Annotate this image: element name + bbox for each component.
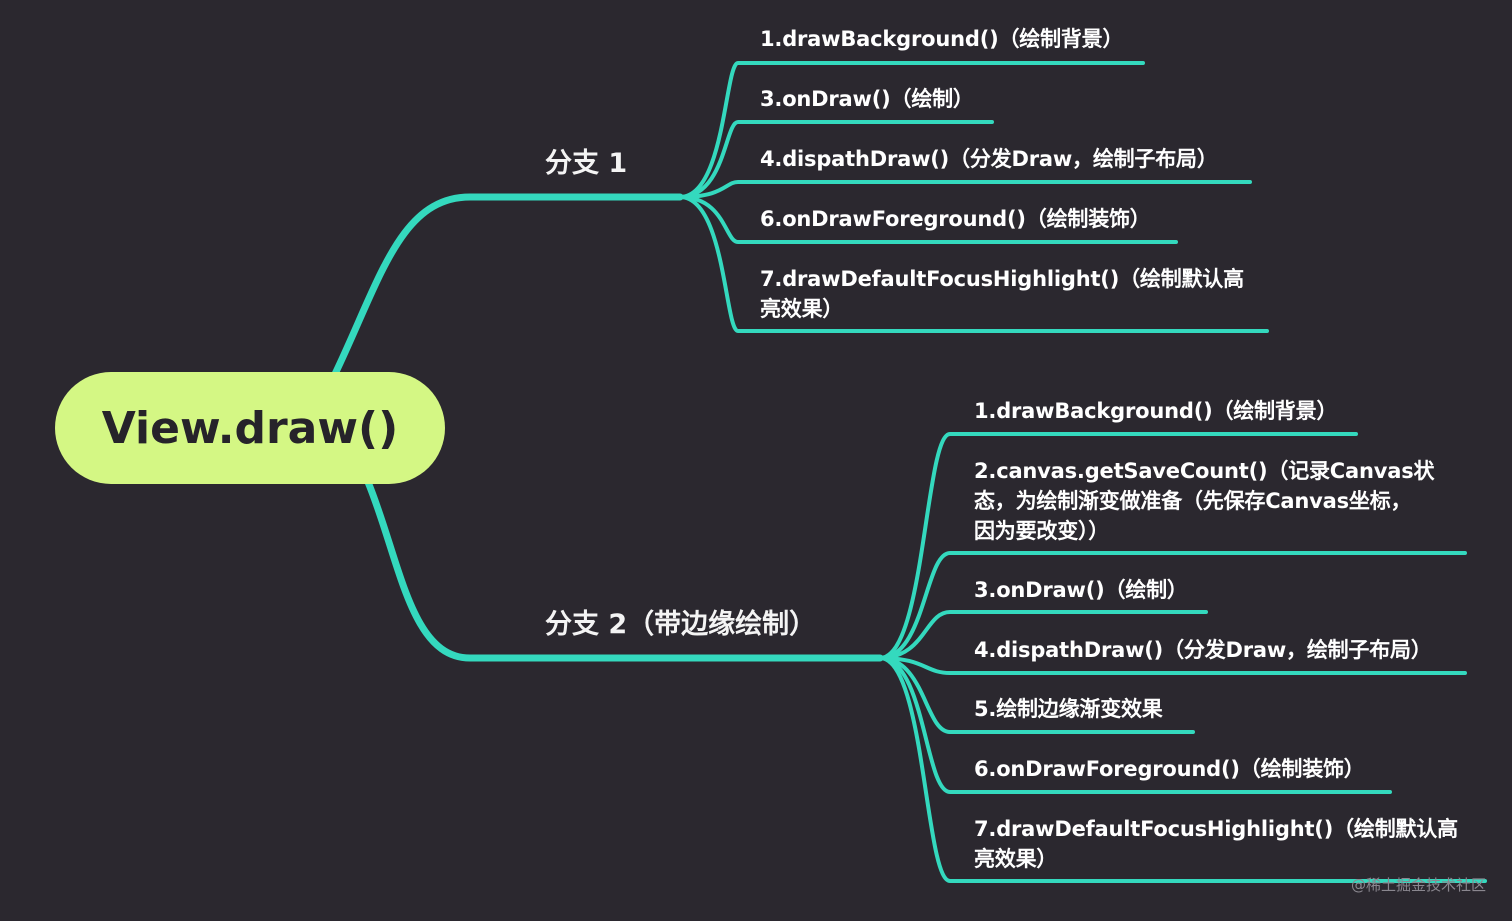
branch-1-leaf-5[interactable]: 7.drawDefaultFocusHighlight()（绘制默认高亮效果）	[760, 264, 1244, 324]
branch-2-leaf-5[interactable]: 5.绘制边缘渐变效果	[974, 694, 1163, 724]
branch-2-link-3	[878, 610, 1208, 660]
branch-1-link-5	[678, 195, 1269, 333]
trunk-branch-2	[364, 478, 884, 662]
leaf-text-line: 6.onDrawForeground()（绘制装饰）	[760, 207, 1151, 231]
branch-1-leaf-1[interactable]: 1.drawBackground()（绘制背景）	[760, 24, 1123, 54]
branch-1-link-4	[678, 195, 1178, 244]
leaf-text-line: 2.canvas.getSaveCount()（记录Canvas状	[974, 459, 1435, 483]
leaf-text-line: 6.onDrawForeground()（绘制装饰）	[974, 757, 1365, 781]
trunk-branch-1	[331, 193, 684, 378]
branch-1-label[interactable]: 分支 1	[545, 148, 628, 179]
leaf-text-line: 3.onDraw()（绘制）	[974, 578, 1188, 602]
branch-2-leaf-4[interactable]: 4.dispathDraw()（分发Draw，绘制子布局）	[974, 635, 1432, 665]
leaf-text-line: 亮效果）	[760, 297, 844, 321]
watermark: @稀土掘金技术社区	[1350, 876, 1486, 894]
branch-2-link-6	[878, 656, 1392, 794]
branch-2-leaf-3[interactable]: 3.onDraw()（绘制）	[974, 575, 1188, 605]
leaf-text-line: 7.drawDefaultFocusHighlight()（绘制默认高	[974, 817, 1458, 841]
branch-2-link-7	[878, 656, 1487, 883]
root-label: View.draw()	[101, 402, 399, 454]
branch-1-link-2	[678, 120, 994, 199]
branch-1-link-1	[678, 61, 1145, 199]
branch-2-link-1	[878, 432, 1358, 660]
leaf-text-line: 7.drawDefaultFocusHighlight()（绘制默认高	[760, 267, 1244, 291]
leaf-text-line: 5.绘制边缘渐变效果	[974, 697, 1163, 721]
leaf-text-line: 1.drawBackground()（绘制背景）	[974, 399, 1338, 423]
root-node[interactable]: View.draw()	[55, 372, 445, 484]
branch-1-leaf-3[interactable]: 4.dispathDraw()（分发Draw，绘制子布局）	[760, 144, 1218, 174]
leaf-text-line: 态，为绘制渐变做准备（先保存Canvas坐标，	[974, 489, 1412, 513]
leaf-text-line: 1.drawBackground()（绘制背景）	[760, 27, 1124, 51]
leaf-text-line: 4.dispathDraw()（分发Draw，绘制子布局）	[974, 638, 1432, 662]
branch-2-leaf-7[interactable]: 7.drawDefaultFocusHighlight()（绘制默认高亮效果）	[974, 814, 1458, 874]
branch-2-leaf-1[interactable]: 1.drawBackground()（绘制背景）	[974, 396, 1337, 426]
branch-2-label[interactable]: 分支 2（带边缘绘制）	[545, 609, 817, 640]
branch-2-leaf-2[interactable]: 2.canvas.getSaveCount()（记录Canvas状态，为绘制渐变…	[974, 456, 1435, 546]
leaf-text-line: 4.dispathDraw()（分发Draw，绘制子布局）	[760, 147, 1218, 171]
leaf-text-line: 3.onDraw()（绘制）	[760, 87, 974, 111]
branch-1-link-3	[678, 180, 1252, 199]
branch-2-link-2	[878, 551, 1467, 660]
branch-2-leaf-6[interactable]: 6.onDrawForeground()（绘制装饰）	[974, 754, 1365, 784]
branch-1-leaf-4[interactable]: 6.onDrawForeground()（绘制装饰）	[760, 204, 1151, 234]
leaf-text-line: 因为要改变））	[974, 519, 1110, 543]
branch-1-leaf-2[interactable]: 3.onDraw()（绘制）	[760, 84, 974, 114]
leaf-text-line: 亮效果）	[974, 847, 1058, 871]
